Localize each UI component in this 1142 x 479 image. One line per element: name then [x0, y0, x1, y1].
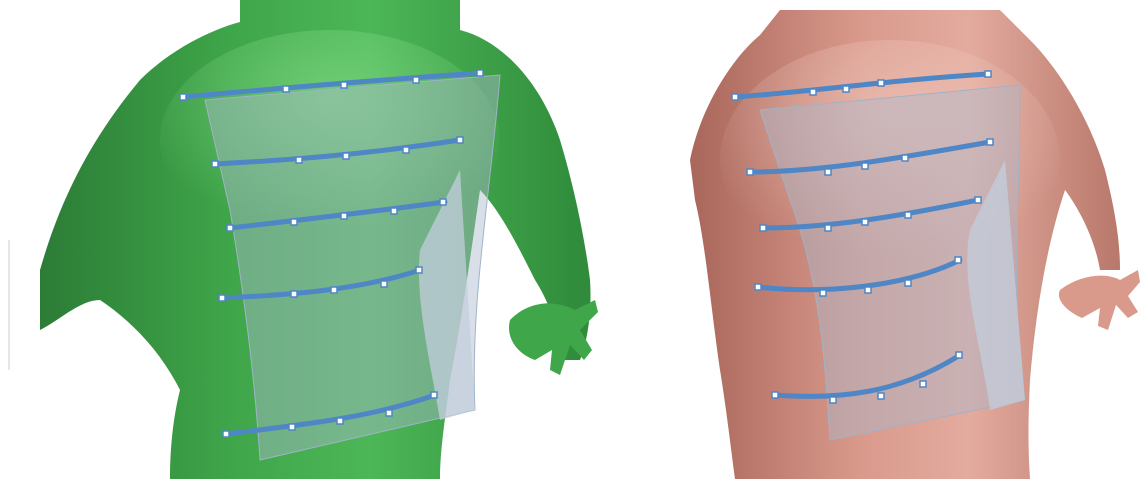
control-point-icon[interactable]	[440, 199, 446, 205]
frame-divider	[8, 240, 10, 370]
control-point-icon[interactable]	[747, 169, 753, 175]
control-point-icon[interactable]	[820, 290, 826, 296]
control-point-icon[interactable]	[291, 291, 297, 297]
control-point-icon[interactable]	[212, 161, 218, 167]
control-point-icon[interactable]	[227, 225, 233, 231]
control-point-icon[interactable]	[341, 213, 347, 219]
control-point-icon[interactable]	[457, 137, 463, 143]
control-point-icon[interactable]	[825, 169, 831, 175]
control-point-icon[interactable]	[180, 94, 186, 100]
control-point-icon[interactable]	[920, 381, 926, 387]
figure-panel-left	[0, 0, 600, 479]
figure-svg-left	[0, 0, 600, 479]
figure-svg-right	[650, 0, 1142, 479]
control-point-icon[interactable]	[830, 397, 836, 403]
control-point-icon[interactable]	[956, 352, 962, 358]
control-point-icon[interactable]	[985, 71, 991, 77]
control-point-icon[interactable]	[477, 70, 483, 76]
control-point-icon[interactable]	[403, 147, 409, 153]
hand-shape	[1059, 270, 1140, 330]
control-point-icon[interactable]	[431, 392, 437, 398]
control-point-icon[interactable]	[825, 225, 831, 231]
control-point-icon[interactable]	[955, 257, 961, 263]
control-point-icon[interactable]	[343, 153, 349, 159]
control-point-icon[interactable]	[987, 139, 993, 145]
control-point-icon[interactable]	[223, 431, 229, 437]
control-point-icon[interactable]	[291, 219, 297, 225]
control-point-icon[interactable]	[902, 155, 908, 161]
control-point-icon[interactable]	[381, 281, 387, 287]
control-point-icon[interactable]	[283, 86, 289, 92]
control-point-icon[interactable]	[878, 80, 884, 86]
control-point-icon[interactable]	[386, 410, 392, 416]
control-point-icon[interactable]	[331, 287, 337, 293]
control-point-icon[interactable]	[772, 392, 778, 398]
control-point-icon[interactable]	[289, 424, 295, 430]
control-point-icon[interactable]	[760, 225, 766, 231]
control-point-icon[interactable]	[905, 212, 911, 218]
control-point-icon[interactable]	[416, 267, 422, 273]
control-point-icon[interactable]	[755, 284, 761, 290]
control-point-icon[interactable]	[219, 295, 225, 301]
control-point-icon[interactable]	[862, 163, 868, 169]
control-point-icon[interactable]	[341, 82, 347, 88]
control-point-icon[interactable]	[296, 157, 302, 163]
control-point-icon[interactable]	[732, 94, 738, 100]
control-point-icon[interactable]	[975, 197, 981, 203]
control-point-icon[interactable]	[862, 219, 868, 225]
control-point-icon[interactable]	[391, 208, 397, 214]
control-point-icon[interactable]	[843, 86, 849, 92]
control-point-icon[interactable]	[905, 280, 911, 286]
control-point-icon[interactable]	[878, 393, 884, 399]
control-point-icon[interactable]	[413, 77, 419, 83]
control-point-icon[interactable]	[810, 89, 816, 95]
figure-panel-right	[650, 0, 1142, 479]
control-point-icon[interactable]	[337, 418, 343, 424]
control-point-icon[interactable]	[865, 287, 871, 293]
